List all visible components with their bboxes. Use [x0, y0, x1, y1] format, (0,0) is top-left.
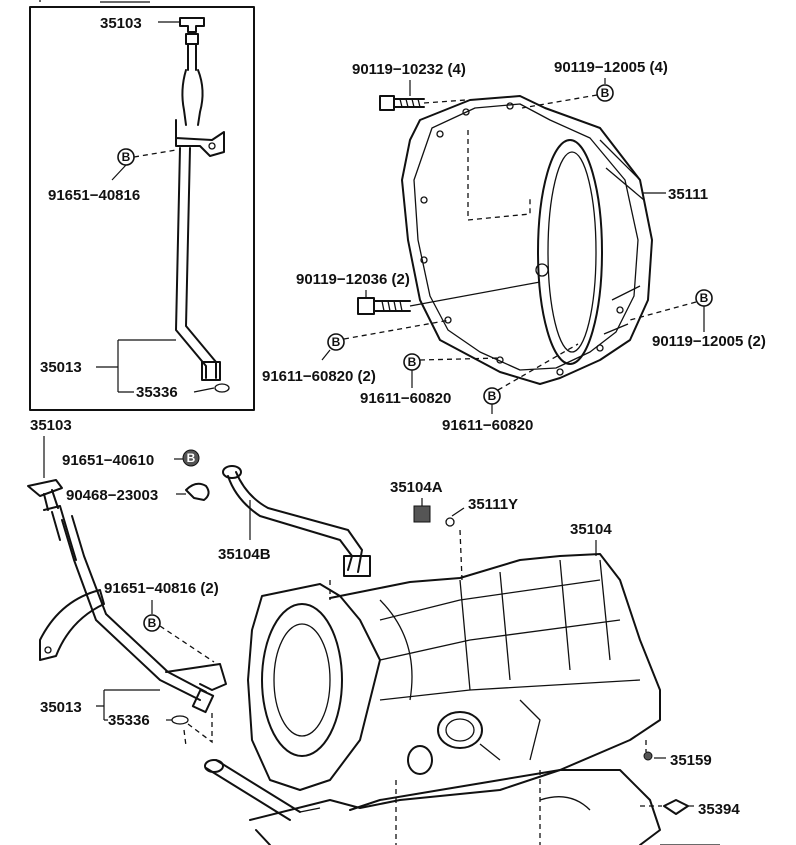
mark-b-91611-60820-2: B [327, 333, 345, 351]
o-ring-35336 [171, 715, 189, 725]
clamp-90468-23003 [185, 482, 210, 501]
label-35336-inset: 35336 [136, 384, 178, 401]
label-91611-60820-2: 91611−60820 (2) [262, 368, 376, 385]
svg-text:B: B [601, 86, 610, 100]
plug-35159 [643, 751, 653, 761]
label-35013: 35013 [40, 699, 82, 716]
inset-dipstick-handle [179, 17, 205, 126]
svg-text:B: B [187, 451, 196, 465]
label-35159: 35159 [670, 752, 712, 769]
label-90119-10232: 90119−10232 (4) [352, 61, 466, 78]
gasket-35111Y [445, 517, 455, 527]
svg-text:B: B [148, 616, 157, 630]
svg-text:B: B [122, 150, 131, 164]
svg-text:B: B [332, 335, 341, 349]
plug-35104A [413, 505, 431, 523]
label-35336: 35336 [108, 712, 150, 729]
bolt-91651-40610: B [182, 449, 200, 467]
plug-35394 [663, 799, 689, 815]
svg-text:B: B [488, 389, 497, 403]
dipstick-handle [27, 479, 77, 561]
dipstick-guide-tube [61, 515, 215, 714]
mark-b-91611-60820-a: B [403, 353, 421, 371]
label-35111: 35111 [668, 186, 708, 203]
bolt-90119-12036 [357, 297, 411, 315]
label-91651-40816-2: 91651−40816 (2) [104, 580, 219, 597]
bolt-90119-10232 [379, 95, 425, 111]
label-91651-40816: 91651−40816 [48, 187, 140, 204]
label-91651-40610: 91651−40610 [62, 452, 154, 469]
mark-b-inset: B [117, 148, 135, 166]
inset-panel: 35103 B 91651−40816 35013 35336 [29, 0, 255, 411]
label-35103: 35103 [30, 417, 72, 434]
label-91611-60820-b: 91611−60820 [442, 417, 533, 434]
inset-guide-tube [175, 147, 230, 393]
label-90119-12005-2: 90119−12005 (2) [652, 333, 766, 350]
label-91611-60820-a: 91611−60820 [360, 390, 451, 407]
label-35111Y: 35111Y [468, 496, 518, 513]
automatic-transmission-case [247, 553, 661, 845]
mark-b-90119-12005-2: B [695, 289, 713, 307]
filler-tube-35104B [222, 465, 371, 577]
svg-text:B: B [700, 291, 709, 305]
label-35104A: 35104A [390, 479, 443, 496]
svg-text:B: B [408, 355, 417, 369]
mark-b-91651-40816-2: B [143, 614, 161, 632]
dipstick-tube-bracket [39, 589, 227, 691]
label-90119-12036: 90119−12036 (2) [296, 271, 410, 288]
label-90119-12005-4: 90119−12005 (4) [554, 59, 668, 76]
label-35103-inset: 35103 [100, 15, 142, 32]
label-35013-inset: 35013 [40, 359, 82, 376]
label-35104: 35104 [570, 521, 612, 538]
label-35394: 35394 [698, 801, 740, 818]
transmission-bell-housing [401, 95, 653, 385]
label-35104B: 35104B [218, 546, 271, 563]
mark-b-90119-12005-4: B [596, 84, 614, 102]
mark-b-91611-60820-b: B [483, 387, 501, 405]
lower-tube-section [204, 759, 301, 821]
inset-tube-bracket [175, 119, 225, 157]
label-90468-23003: 90468−23003 [66, 487, 158, 504]
